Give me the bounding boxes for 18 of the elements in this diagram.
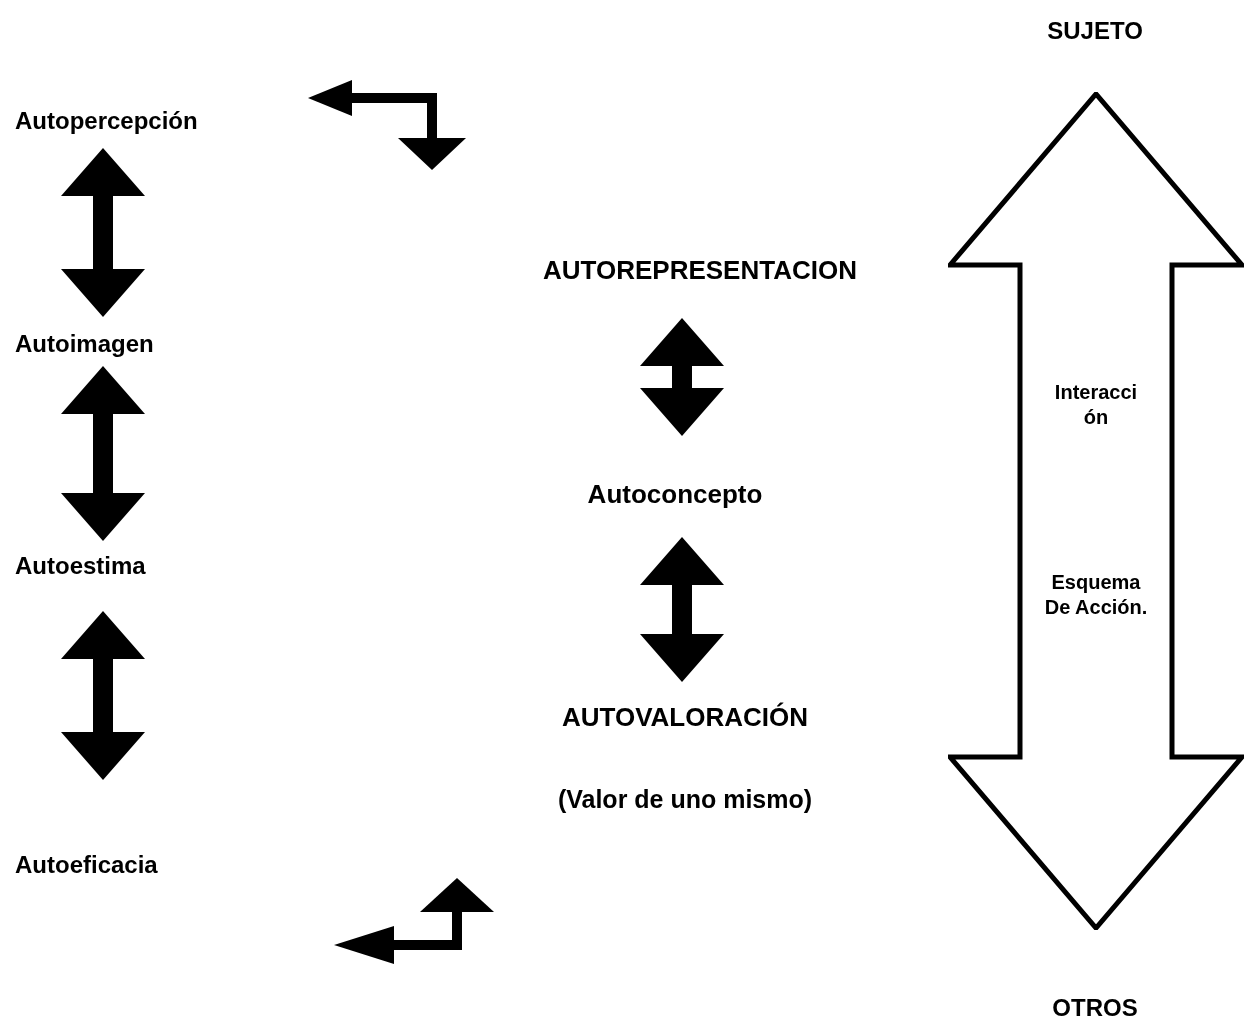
concept-label: AUTOVALORACIÓN [561, 701, 808, 734]
concept-label: Autopercepción [15, 106, 198, 136]
double-arrow [640, 318, 724, 436]
concept-label: AUTOREPRESENTACION [543, 253, 857, 287]
concept-label: Autoeficacia [15, 850, 158, 880]
subtitle-text: (Valor de uno mismo) [557, 783, 813, 815]
double-arrow [61, 611, 145, 780]
concept-label: OTROS [1052, 993, 1138, 1023]
concept-label: Autoimagen [15, 329, 154, 359]
double-arrow [61, 366, 145, 541]
concept-label: SUJETO [1047, 16, 1143, 46]
double-arrow [640, 537, 724, 682]
concept-label: Autoconcepto [587, 477, 763, 511]
arrow-text: Esquema De Acción. [1043, 570, 1149, 620]
double-arrow-shape [948, 92, 1244, 930]
concept-label: Autoestima [15, 551, 146, 581]
double-arrow [61, 148, 145, 317]
arrow-text: Interacci ón [1053, 380, 1139, 430]
